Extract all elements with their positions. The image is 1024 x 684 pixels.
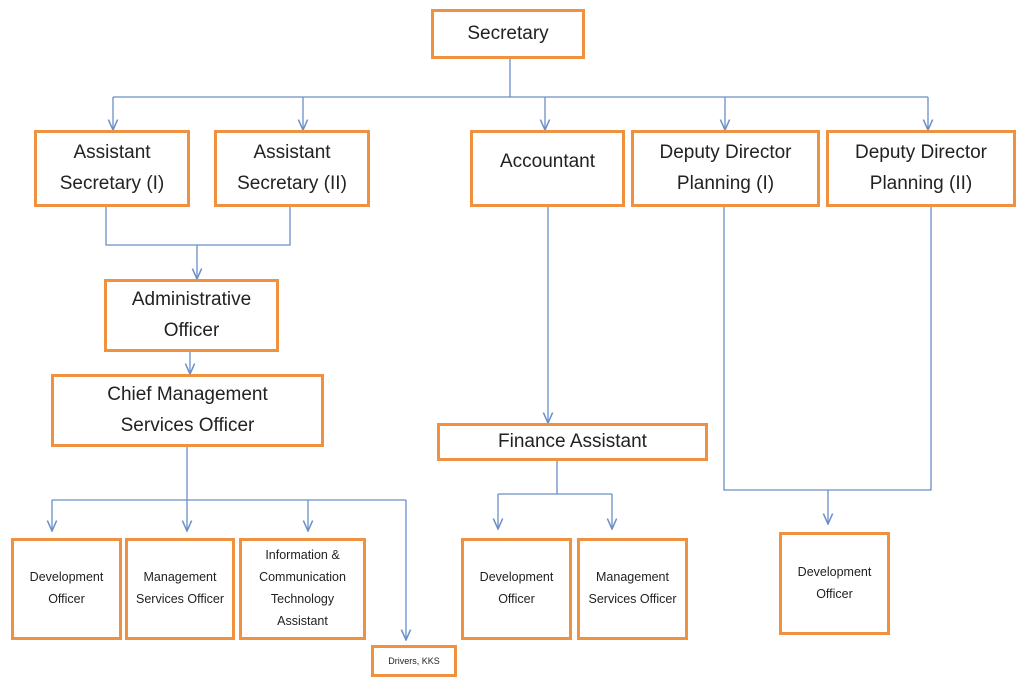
node-finance-assistant: Finance Assistant bbox=[437, 423, 708, 461]
node-label: Information & Communication Technology A… bbox=[259, 548, 346, 628]
node-assistant-secretary-1: Assistant Secretary (I) bbox=[34, 130, 190, 207]
node-label: Finance Assistant bbox=[498, 430, 647, 452]
node-development-officer-finance: Development Officer bbox=[461, 538, 572, 640]
node-label: Deputy Director Planning (II) bbox=[855, 142, 987, 194]
node-ict-assistant: Information & Communication Technology A… bbox=[239, 538, 366, 640]
node-label: Chief Management Services Officer bbox=[107, 384, 268, 436]
node-deputy-director-planning-2: Deputy Director Planning (II) bbox=[826, 130, 1016, 207]
node-label: Management Services Officer bbox=[588, 570, 677, 606]
node-label: Deputy Director Planning (I) bbox=[659, 142, 792, 194]
node-label: Assistant Secretary (I) bbox=[59, 142, 165, 194]
node-drivers-kks: Drivers, KKS bbox=[371, 645, 457, 677]
node-assistant-secretary-2: Assistant Secretary (II) bbox=[214, 130, 370, 207]
node-label: Development Officer bbox=[29, 570, 104, 606]
node-label: Accountant bbox=[499, 151, 596, 172]
node-label: Development Officer bbox=[479, 570, 554, 606]
node-deputy-director-planning-1: Deputy Director Planning (I) bbox=[631, 130, 820, 207]
node-chief-management-services-officer: Chief Management Services Officer bbox=[51, 374, 324, 447]
node-management-services-officer-finance: Management Services Officer bbox=[577, 538, 688, 640]
node-administrative-officer: Administrative Officer bbox=[104, 279, 279, 352]
node-label: Secretary bbox=[467, 22, 549, 44]
node-secretary: Secretary bbox=[431, 9, 585, 59]
node-development-officer-planning: Development Officer bbox=[779, 532, 890, 635]
node-label: Development Officer bbox=[797, 564, 872, 601]
node-label: Assistant Secretary (II) bbox=[237, 142, 347, 194]
node-label: Administrative Officer bbox=[131, 289, 252, 341]
node-management-services-officer-admin: Management Services Officer bbox=[125, 538, 235, 640]
node-label: Drivers, KKS bbox=[388, 655, 440, 666]
node-accountant: Accountant bbox=[470, 130, 625, 207]
node-label: Management Services Officer bbox=[136, 570, 224, 606]
node-development-officer-admin: Development Officer bbox=[11, 538, 122, 640]
